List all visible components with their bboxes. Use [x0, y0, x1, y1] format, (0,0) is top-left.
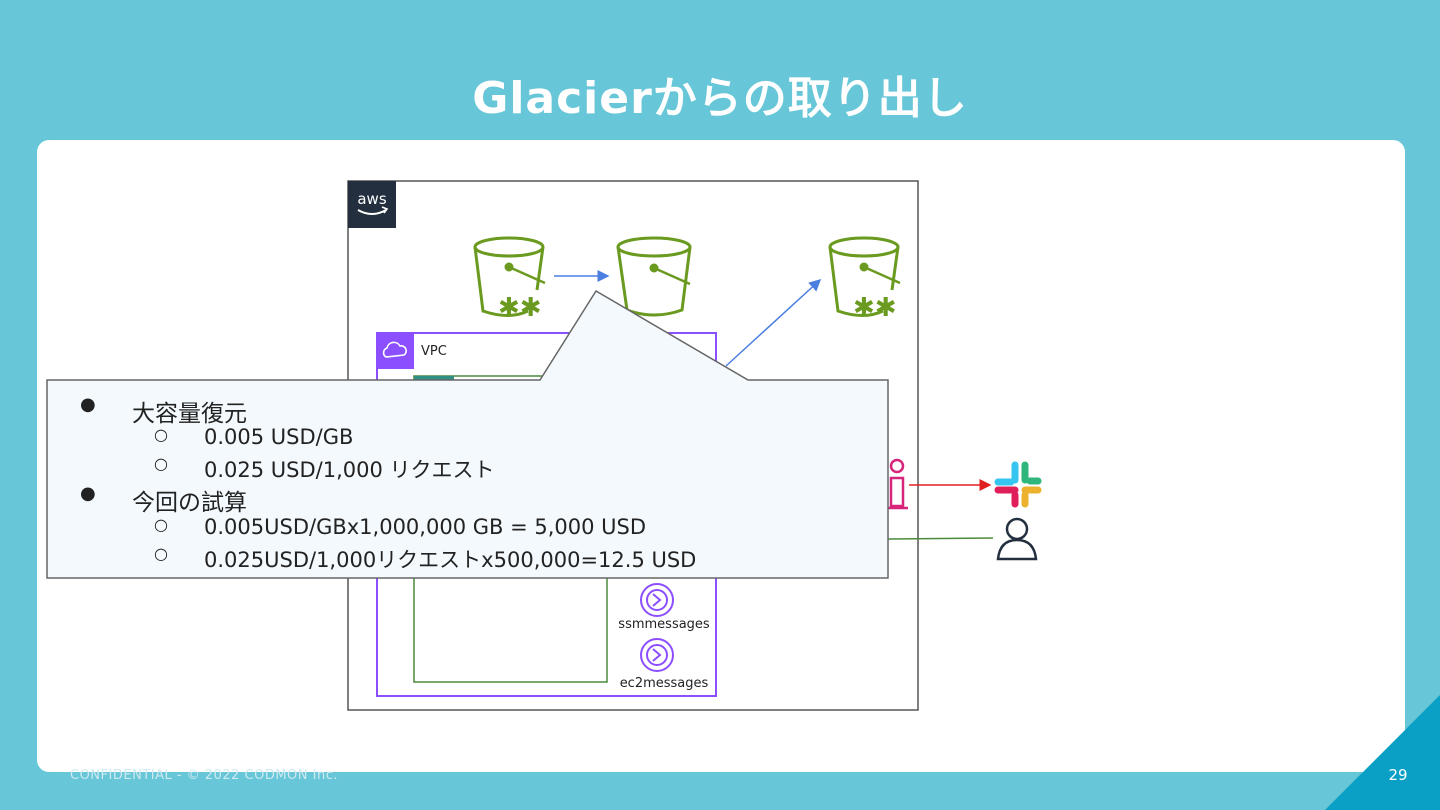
svg-text:✱✱: ✱✱: [853, 293, 897, 323]
corner-decoration: [1325, 695, 1440, 810]
vpc-endpoint-icon: [640, 583, 674, 617]
vpc-icon: [377, 333, 414, 369]
slack-icon: [994, 461, 1042, 508]
restore-arrow: [725, 278, 822, 367]
page-number: 29: [1388, 766, 1408, 784]
vpc-label: VPC: [421, 344, 447, 359]
s3-glacier-bucket-icon: ✱✱: [828, 236, 901, 323]
svg-text:✱✱: ✱✱: [498, 293, 542, 323]
vpc-endpoint-icon: [640, 638, 674, 672]
sns-topic-icon: [886, 458, 908, 510]
sub-bullet-text: 0.005USD/GBx1,000,000 GB = 5,000 USD: [204, 515, 647, 539]
endpoint-label-ssmmessages: ssmmessages: [618, 617, 710, 632]
confidential-footer: CONFIDENTIAL - © 2022 CODMON Inc.: [70, 768, 338, 783]
slide-title: Glacierからの取り出し: [472, 73, 968, 124]
cost-callout: ● 大容量復元 ○ 0.005 USD/GB ○ 0.025 USD/1,000…: [80, 394, 697, 572]
user-icon: [996, 517, 1038, 561]
user-connection-line: [887, 537, 994, 540]
aws-logo-icon: aws: [348, 181, 396, 228]
endpoint-label-ec2messages: ec2messages: [620, 676, 709, 691]
s3-glacier-bucket-icon: ✱✱: [473, 236, 546, 323]
bullet-text: 大容量復元: [132, 401, 247, 427]
sub-bullet-text: 0.025USD/1,000リクエストx500,000=12.5 USD: [204, 548, 697, 572]
sub-bullet-text: 0.025 USD/1,000 リクエスト: [204, 458, 495, 482]
aws-logo-text: aws: [357, 190, 386, 208]
bullet-text: 今回の試算: [132, 490, 247, 516]
subnet-header: [414, 376, 454, 380]
sub-bullet-text: 0.005 USD/GB: [204, 425, 354, 449]
